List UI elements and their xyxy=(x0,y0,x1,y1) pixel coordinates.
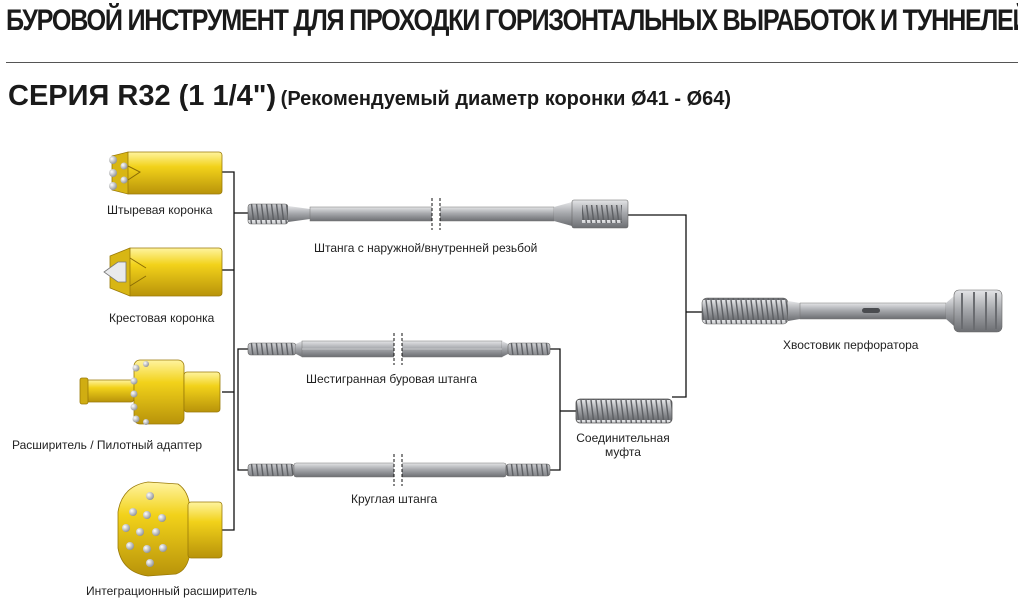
reamer-pilot-adapter-label: Расширитель / Пилотный адаптер xyxy=(12,438,203,452)
coupling-sleeve-label: Соединительная муфта xyxy=(568,431,678,459)
connector-lines xyxy=(222,171,702,531)
series-recommended-diameter: (Рекомендуемый диаметр коронки Ø41 - Ø64… xyxy=(280,88,732,110)
integral-reamer-label: Интеграционный расширитель xyxy=(86,584,258,598)
hex-drill-rod-label: Шестигранная буровая штанга xyxy=(306,372,477,386)
page-title: БУРОВОЙ ИНСТРУМЕНТ ДЛЯ ПРОХОДКИ ГОРИЗОНТ… xyxy=(6,4,1018,37)
integral-reamer-image xyxy=(117,481,223,577)
reamer-pilot-adapter-image xyxy=(79,359,221,425)
coupling-label-line1: Соединительная xyxy=(576,431,670,445)
shank-adapter-label: Хвостовик перфоратора xyxy=(783,338,919,352)
cross-bit-label: Крестовая коронка xyxy=(109,311,215,325)
title-divider xyxy=(6,62,1018,63)
series-heading: СЕРИЯ R32 (1 1/4") (Рекомендуемый диамет… xyxy=(8,80,731,113)
coupling-sleeve-image xyxy=(575,398,673,424)
coupling-label-line2: муфта xyxy=(605,445,641,459)
male-female-rod-label: Штанга с наружной/внутренней резьбой xyxy=(314,241,538,255)
round-rod-label: Круглая штанга xyxy=(351,492,438,506)
round-rod-image xyxy=(247,454,551,486)
hex-drill-rod-image xyxy=(247,333,551,365)
shank-adapter-image xyxy=(701,289,1003,333)
male-female-rod-image xyxy=(247,198,629,230)
cross-bit-image xyxy=(103,247,223,297)
button-bit-image xyxy=(109,151,223,195)
button-bit-label: Штыревая коронка xyxy=(107,203,213,217)
series-name: СЕРИЯ R32 (1 1/4") xyxy=(8,80,277,112)
